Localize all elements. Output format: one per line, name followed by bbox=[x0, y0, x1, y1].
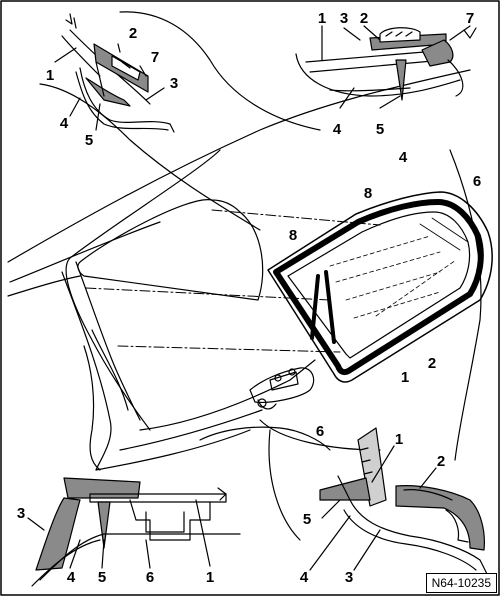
callout-tl-5: 5 bbox=[84, 132, 94, 149]
detail-bottom-left bbox=[27, 477, 241, 587]
detail-top-right bbox=[295, 25, 477, 109]
callout-main-2: 2 bbox=[427, 355, 437, 372]
callout-main-4: 4 bbox=[398, 149, 408, 166]
car-body bbox=[7, 11, 482, 541]
callout-bl-4: 4 bbox=[66, 569, 76, 586]
callout-tr-5: 5 bbox=[375, 121, 385, 138]
callout-bl-1: 1 bbox=[205, 569, 215, 586]
detail-top-left bbox=[54, 13, 175, 133]
callout-br-2: 2 bbox=[436, 453, 446, 470]
callout-tr-4: 4 bbox=[332, 121, 342, 138]
detail-bottom-right bbox=[309, 427, 491, 581]
callout-main-8-left: 8 bbox=[288, 227, 298, 244]
side-window bbox=[267, 191, 493, 383]
callout-tl-4: 4 bbox=[59, 115, 69, 132]
callout-tl-2: 2 bbox=[128, 25, 138, 42]
figure-reference-code: N64-10235 bbox=[425, 573, 497, 593]
callout-br-5: 5 bbox=[302, 511, 312, 528]
callout-bl-5: 5 bbox=[97, 569, 107, 586]
callout-br-1: 1 bbox=[394, 431, 404, 448]
callout-tr-3: 3 bbox=[339, 10, 349, 27]
alignment-lines bbox=[85, 209, 381, 353]
callout-tr-1: 1 bbox=[317, 10, 327, 27]
callout-tl-3: 3 bbox=[169, 75, 179, 92]
callout-tl-1: 1 bbox=[45, 67, 55, 84]
callout-tr-7: 7 bbox=[465, 10, 475, 27]
callout-main-1: 1 bbox=[400, 369, 410, 386]
callout-bl-6: 6 bbox=[145, 569, 155, 586]
callout-br-4: 4 bbox=[299, 569, 309, 586]
callout-main-6-top: 6 bbox=[472, 173, 482, 190]
callout-bl-3: 3 bbox=[16, 505, 26, 522]
callout-tl-7: 7 bbox=[150, 49, 160, 66]
callout-main-6-bottom: 6 bbox=[315, 423, 325, 440]
callout-tr-2: 2 bbox=[359, 10, 369, 27]
callout-br-3: 3 bbox=[344, 569, 354, 586]
callout-main-8-upper: 8 bbox=[363, 185, 373, 202]
